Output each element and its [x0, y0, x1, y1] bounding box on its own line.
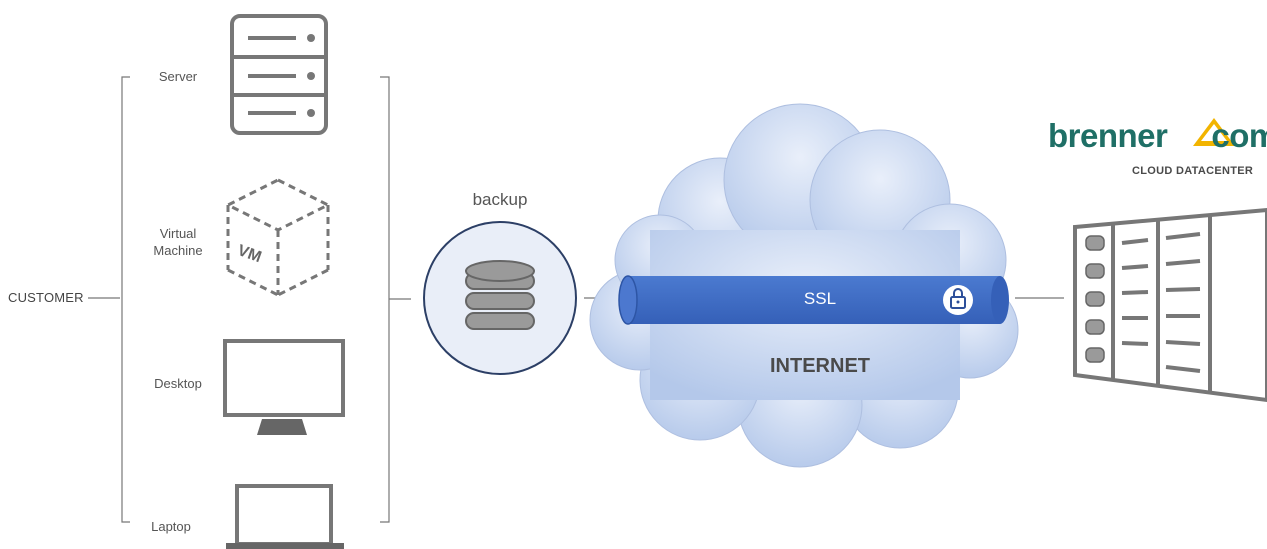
backup-label: backup	[472, 190, 528, 209]
vm-icon-text: VM	[235, 242, 263, 266]
brand-logo: brenner com	[1048, 118, 1267, 154]
brand-subtitle: CLOUD DATACENTER	[1132, 165, 1254, 177]
internet-label: INTERNET	[770, 355, 870, 377]
devices-bracket	[380, 76, 411, 523]
server-label: Server	[158, 69, 198, 84]
server-icon	[230, 14, 328, 135]
laptop-icon	[226, 484, 344, 549]
vm-label-line1: Virtual	[159, 226, 197, 241]
customer-label: CUSTOMER	[8, 290, 84, 305]
database-icon	[465, 260, 535, 330]
brand-triangle-icon	[1193, 118, 1235, 146]
datacenter-icon	[1073, 207, 1267, 403]
brand-name-part2: com	[1211, 117, 1267, 154]
customer-bracket	[88, 76, 130, 523]
laptop-label: Laptop	[151, 519, 191, 534]
vm-label-line2: Machine	[153, 243, 203, 258]
desktop-icon	[223, 339, 345, 435]
ssl-label: SSL	[803, 289, 837, 308]
desktop-label: Desktop	[154, 376, 202, 391]
lock-icon	[943, 285, 973, 315]
datacenter-database-icons	[1085, 235, 1105, 363]
brand-name-part1: brenner	[1048, 117, 1168, 154]
ssl-tunnel	[618, 275, 1009, 325]
vm-cube-icon	[224, 178, 332, 297]
